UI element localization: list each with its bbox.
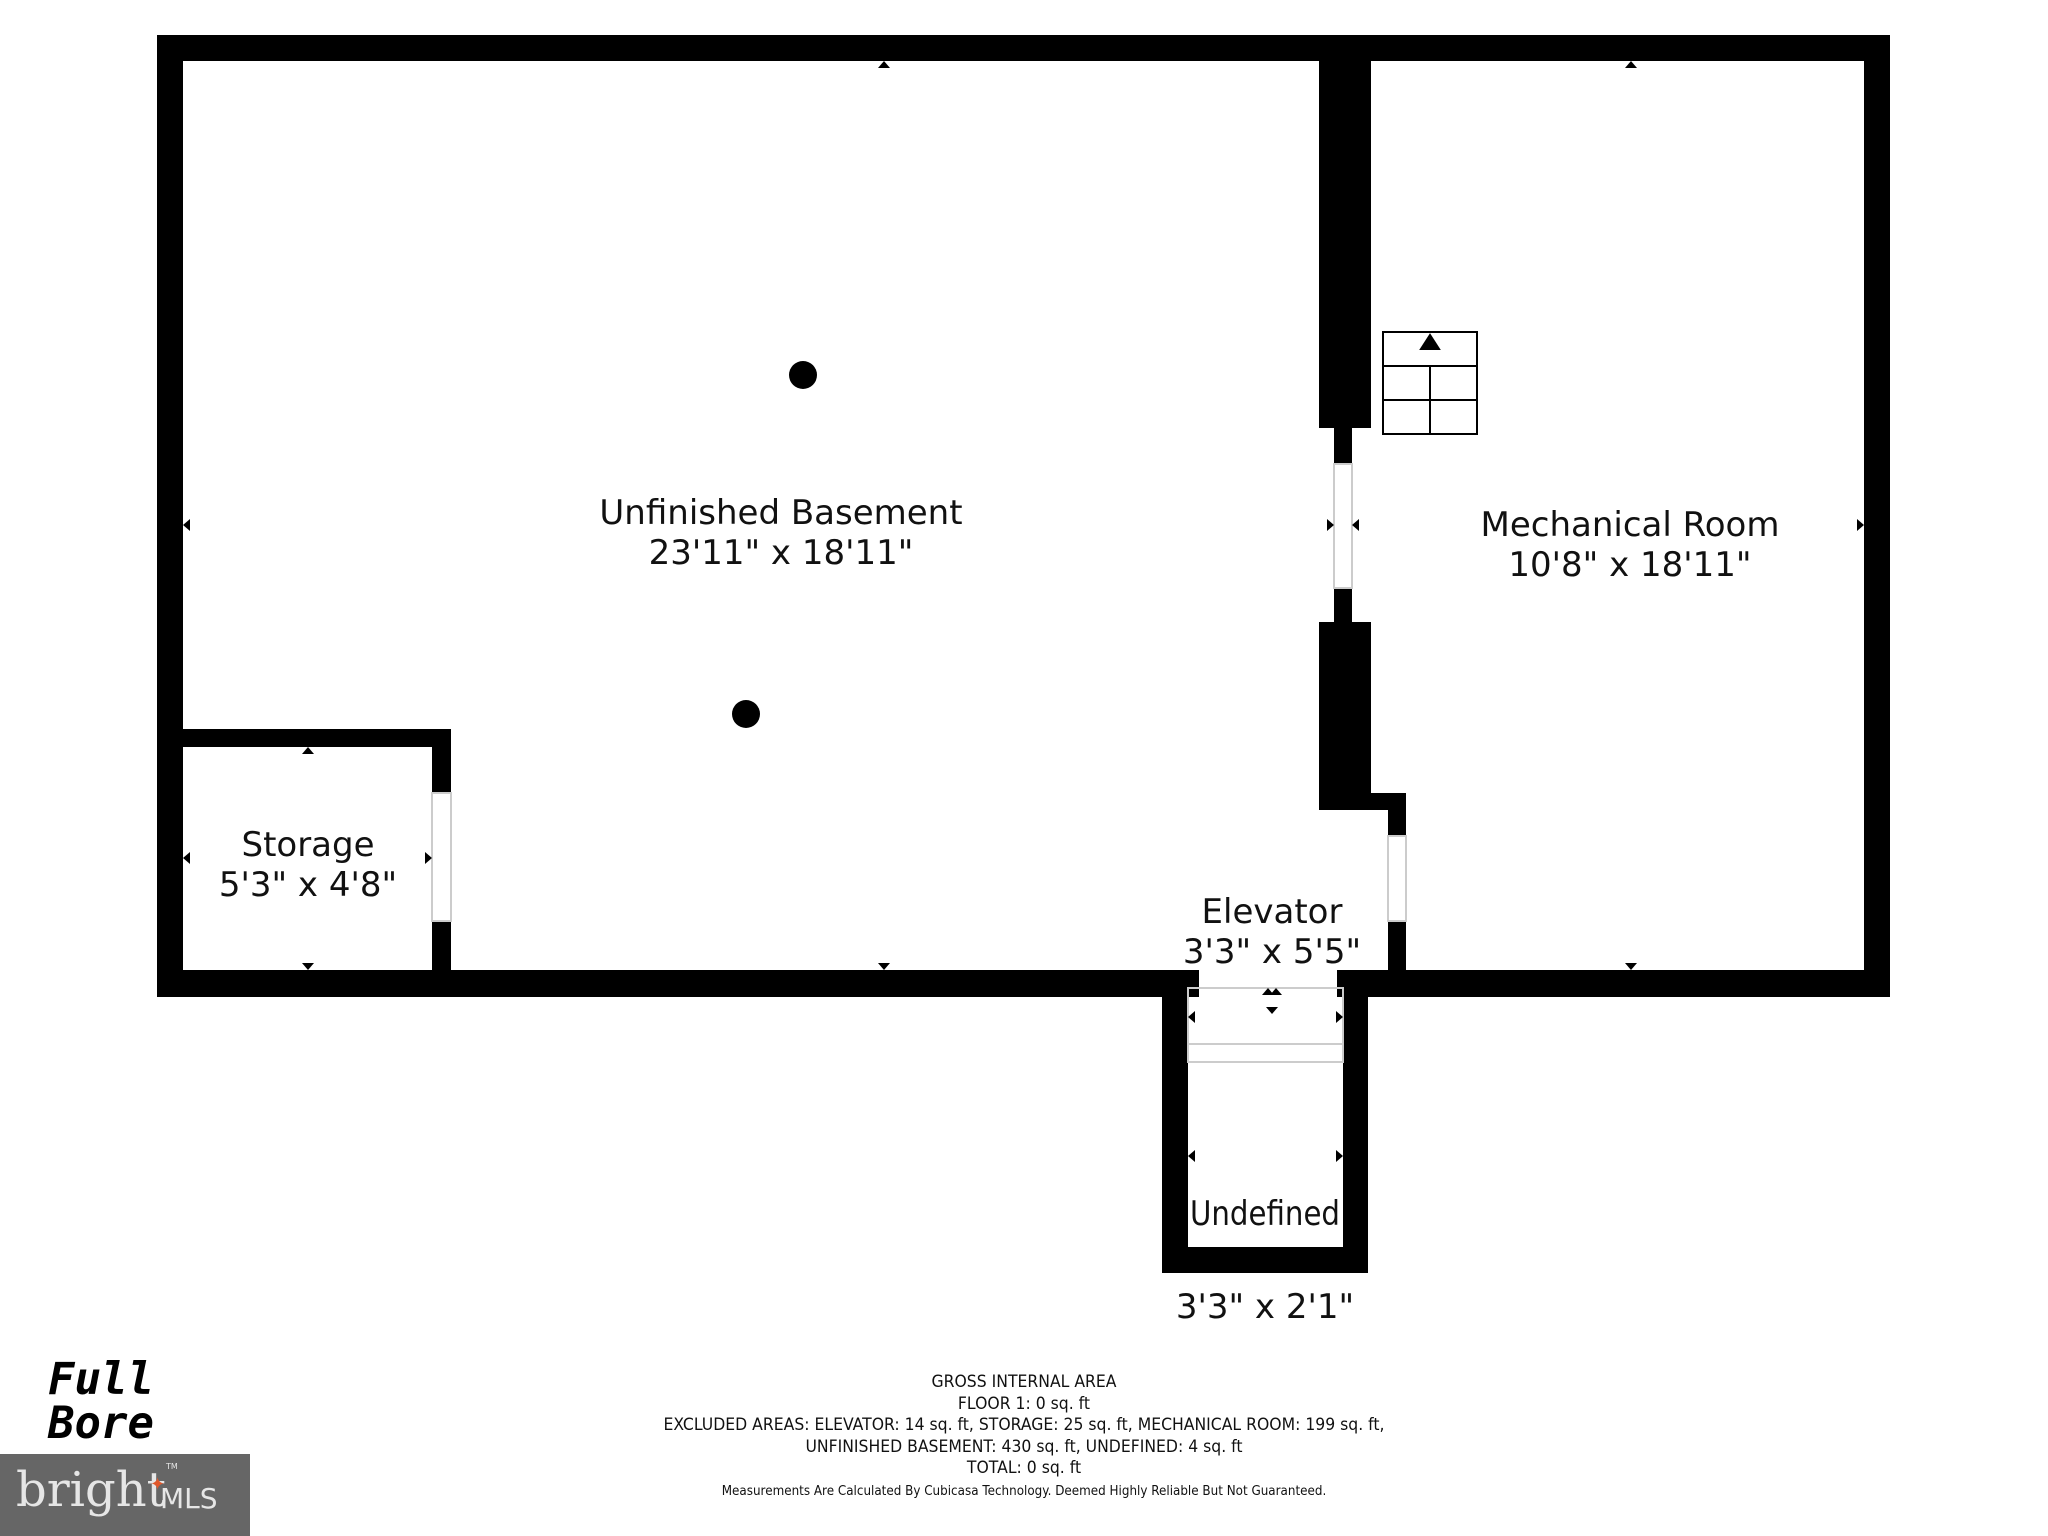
elevator-wall-right (1388, 921, 1406, 970)
area-summary: GROSS INTERNAL AREA FLOOR 1: 0 sq. ft EX… (0, 1372, 2048, 1504)
area-title: GROSS INTERNAL AREA (931, 1372, 1117, 1392)
area-total: TOTAL: 0 sq. ft (966, 1458, 1082, 1478)
outer-wall-left (157, 35, 183, 997)
bright-wordmark: bright (16, 1462, 166, 1518)
area-disclaimer: Measurements Are Calculated By Cubicasa … (721, 1483, 1327, 1499)
room-name-undefined: Undefined (1190, 1194, 1340, 1234)
divider-wall-jog-down (1388, 793, 1406, 836)
storage-wall-top (157, 729, 451, 747)
outer-wall-right (1864, 35, 1890, 997)
dimension-markers (183, 61, 1864, 1162)
star-icon: ✦ (150, 1474, 166, 1495)
divider-wall-lower (1319, 622, 1371, 810)
room-dims-unfinished-basement: 23'11" x 18'11" (649, 533, 914, 573)
fullbore-logo: Full Bore (48, 1354, 154, 1449)
outer-wall-bottom-left (157, 970, 1199, 997)
divider-wall-thin-1 (1334, 428, 1352, 464)
support-column (789, 361, 817, 389)
divider-wall-jog (1319, 793, 1406, 810)
room-dims-undefined: 3'3" x 2'1" (1176, 1287, 1354, 1327)
room-name-elevator: Elevator (1202, 892, 1343, 932)
mls-wordmark: MLS (160, 1482, 218, 1515)
area-floor: FLOOR 1: 0 sq. ft (957, 1393, 1091, 1414)
bright-mls-logo: bright ✦ TM MLS (0, 1454, 250, 1536)
outer-wall-top (157, 35, 1890, 61)
storage-wall-right-upper (432, 729, 451, 793)
room-dims-storage: 5'3" x 4'8" (219, 865, 397, 905)
divider-wall-thin-2 (1334, 588, 1352, 622)
undefined-wall-left (1162, 990, 1188, 1273)
trademark: TM (166, 1462, 178, 1471)
outer-wall-bottom-right (1337, 970, 1890, 997)
room-dims-mechanical-room: 10'8" x 18'11" (1508, 545, 1751, 585)
undefined-wall-bottom (1162, 1247, 1368, 1273)
undefined-wall-right (1343, 990, 1368, 1273)
stairs-icon (1382, 331, 1478, 435)
divider-wall-upper (1319, 61, 1371, 428)
room-dims-elevator: 3'3" x 5'5" (1183, 932, 1361, 972)
area-excluded-1: EXCLUDED AREAS: ELEVATOR: 14 sq. ft, STO… (663, 1415, 1385, 1435)
area-excluded-2: UNFINISHED BASEMENT: 430 sq. ft, UNDEFIN… (805, 1436, 1243, 1457)
room-name-mechanical-room: Mechanical Room (1481, 505, 1780, 545)
support-column (732, 700, 760, 728)
walls (157, 35, 1890, 1273)
room-name-storage: Storage (241, 825, 374, 865)
door-openings (431, 463, 1407, 1063)
room-name-unfinished-basement: Unfinished Basement (599, 493, 962, 533)
storage-wall-right-lower (432, 921, 451, 970)
